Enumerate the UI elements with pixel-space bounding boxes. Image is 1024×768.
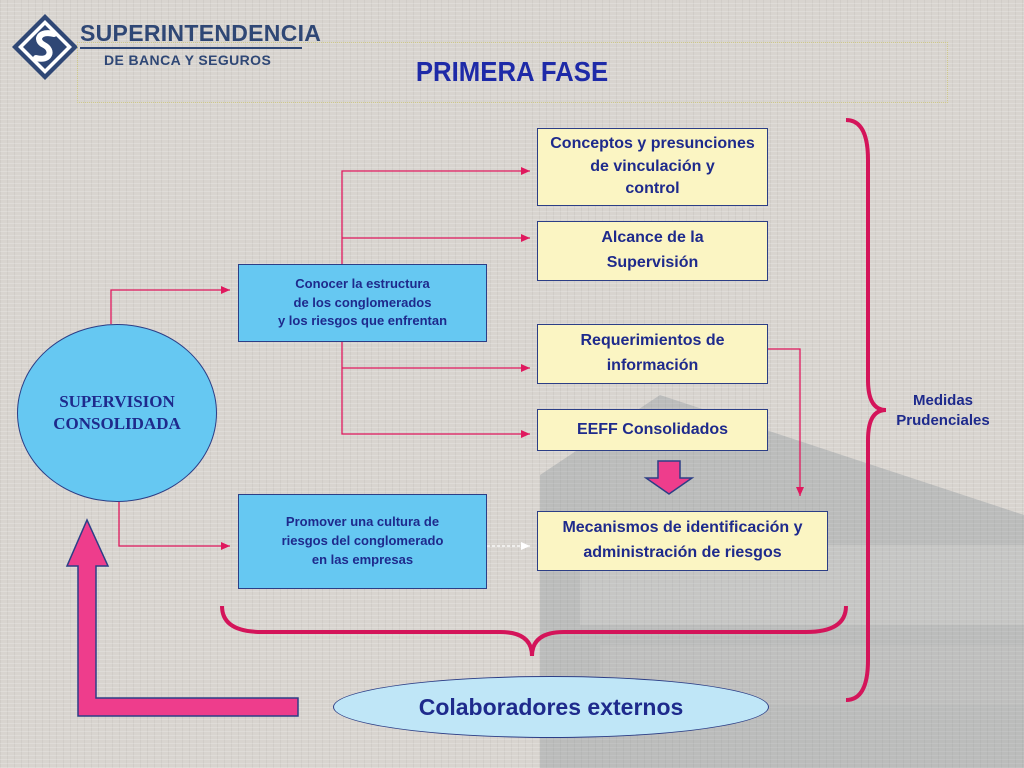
logo-subtitle: DE BANCA Y SEGUROS [104, 52, 272, 68]
box-requerimientos: Requerimientos de información [537, 324, 768, 384]
connector-circle-cultura [118, 502, 230, 550]
title-frame [77, 42, 948, 103]
connector-estructura-conceptos [341, 167, 530, 264]
logo-divider [80, 47, 302, 49]
down-arrow-icon [643, 460, 695, 495]
box-conceptos-label: Conceptos y presunciones de vinculación … [550, 135, 755, 198]
box-mecanismos-label: Mecanismos de identificación y administr… [562, 519, 803, 561]
box-conceptos: Conceptos y presunciones de vinculación … [537, 128, 768, 206]
box-eeff: EEFF Consolidados [537, 409, 768, 451]
center-label: SUPERVISION CONSOLIDADA [53, 391, 181, 433]
box-conocer-estructura: Conocer la estructura de los conglomerad… [238, 264, 487, 342]
connector-circle-estructura [110, 286, 230, 324]
box-mecanismos: Mecanismos de identificación y administr… [537, 511, 828, 571]
connector-estructura-eeff [341, 341, 530, 438]
box-conocer-estructura-label: Conocer la estructura de los conglomerad… [277, 275, 448, 329]
box-alcance: Alcance de la Supervisión [537, 221, 768, 281]
supervision-consolidada-node: SUPERVISION CONSOLIDADA [17, 324, 217, 502]
connector-requerimientos-mecanismos [768, 348, 804, 496]
box-alcance-label: Alcance de la Supervisión [601, 229, 704, 271]
colaboradores-externos-node: Colaboradores externos [333, 676, 769, 738]
right-brace [845, 118, 887, 702]
box-requerimientos-label: Requerimientos de información [580, 332, 725, 374]
bottom-brace [220, 605, 848, 657]
colaboradores-externos-label: Colaboradores externos [418, 693, 684, 720]
box-promover-cultura: Promover una cultura de riesgos del cong… [238, 494, 487, 589]
page-title: PRIMERA FASE [415, 56, 609, 87]
logo-title: SUPERINTENDENCIA [80, 20, 322, 46]
box-promover-cultura-label: Promover una cultura de riesgos del cong… [281, 514, 444, 567]
logo-s-diamond-icon [12, 14, 78, 80]
up-arrow-icon [65, 518, 299, 717]
box-eeff-label: EEFF Consolidados [576, 420, 729, 438]
medidas-prudenciales-label: Medidas Prudenciales [896, 392, 990, 430]
